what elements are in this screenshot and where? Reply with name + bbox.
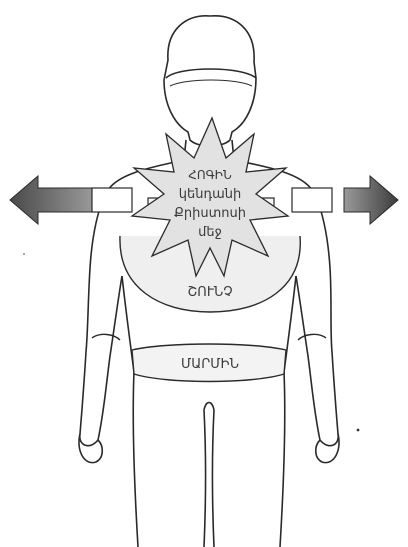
spirit-label-line2: կենդանի [179,187,241,202]
left-connector-box [92,188,132,212]
sleeve-cuffs [92,334,326,340]
right-connector-box [292,188,332,212]
left-arrow [10,176,94,224]
speck [23,253,25,255]
soul-label: ՇՈՒՆՉ [187,285,232,300]
spirit-label-line4: մեջ [198,225,222,240]
body-label: ՄԱՐՄԻՆ [181,357,239,372]
spirit-label-line1: ՀՈԳԻՆ [188,168,232,182]
speck [357,429,360,432]
right-arrow [344,176,398,224]
spirit-label-line3: Քրիստոսի [174,206,246,221]
